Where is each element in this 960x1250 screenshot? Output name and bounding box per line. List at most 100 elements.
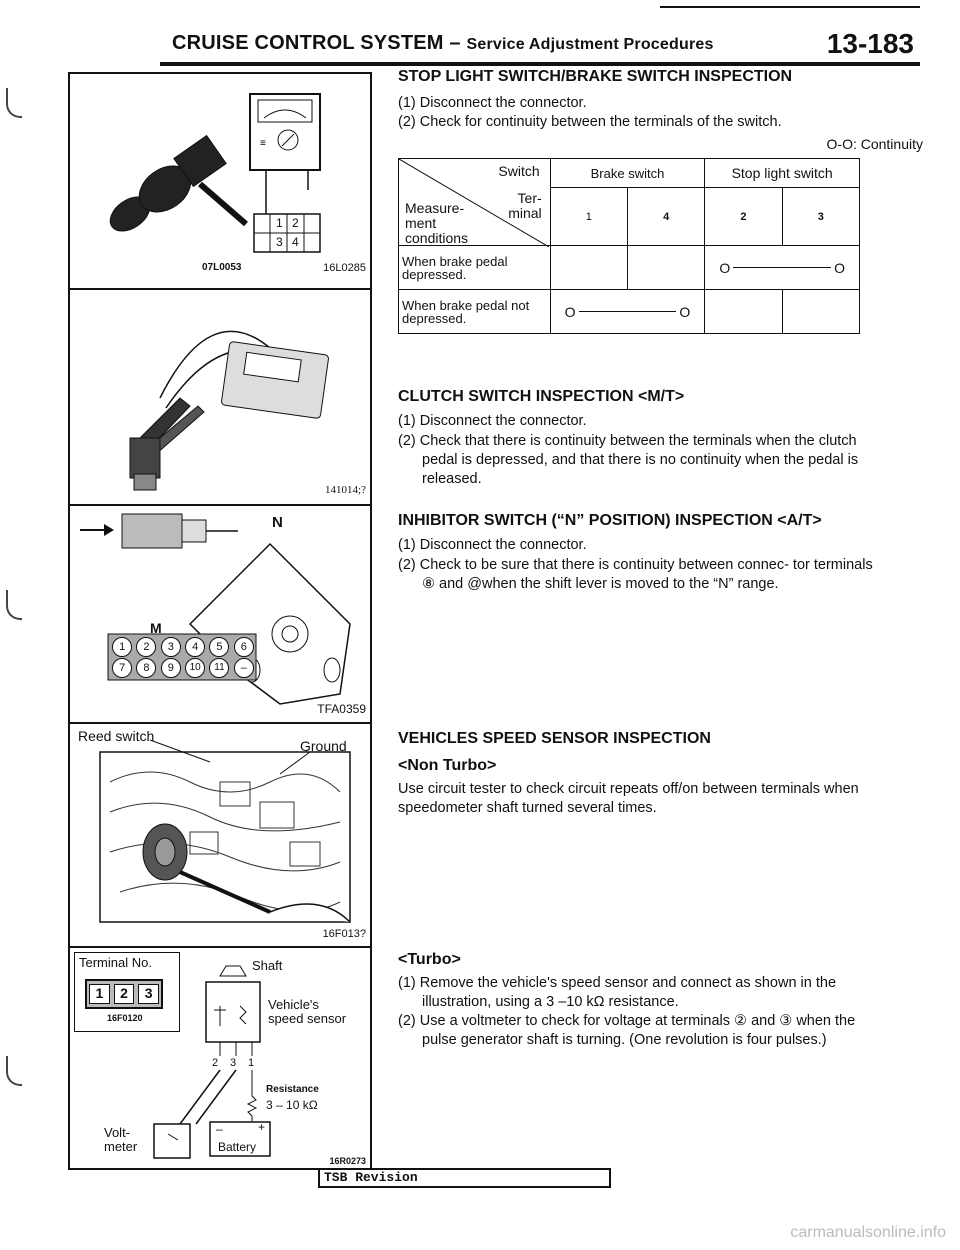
terminal-number: 1 [549, 187, 628, 246]
label-resistance: Resistance [266, 1084, 319, 1095]
label-switch: Switch [498, 163, 540, 179]
pin-label: 8 [136, 658, 157, 678]
label-reed-switch: Reed switch [78, 728, 155, 744]
figure-code: 07L0053 [202, 262, 242, 273]
terminal-inset: Terminal No. 1 2 3 16F0120 [74, 952, 180, 1032]
pin-label: 3 [276, 235, 283, 249]
label-n: N [272, 514, 283, 531]
pin-label: 6 [233, 637, 254, 657]
pin-label: 2 [292, 216, 299, 230]
label-m: M [150, 620, 162, 636]
cell-empty [549, 245, 628, 290]
stoplight-step-2: (2) Check for continuity between the ter… [398, 114, 782, 130]
label-plus: + [258, 1120, 266, 1134]
pin-label: 1 [89, 984, 110, 1004]
col-stop-light-switch: Stop light switch [704, 158, 860, 188]
terminal-number: 4 [626, 187, 706, 246]
figure-code: TFA0359 [317, 702, 366, 716]
clutch-step-1: (1) Disconnect the connector. [398, 413, 587, 429]
binder-mark [6, 88, 22, 118]
figure-code: 16F013? [322, 928, 366, 940]
page-title: CRUISE CONTROL SYSTEM – Service Adjustme… [172, 32, 714, 54]
pin-label: 1 [276, 216, 283, 230]
pin-label: 2 [113, 984, 135, 1004]
figure-switch-tester: ≡ 1 2 3 4 07L0053 16L0285 [70, 74, 370, 290]
label-terminal-no: Terminal No. [79, 955, 152, 970]
pin-label: 4 [185, 637, 206, 657]
row-label-not-depressed: When brake pedal not depressed. [398, 289, 551, 334]
inhibitor-switch-illustration [80, 513, 351, 705]
pin-label: 11 [209, 658, 230, 678]
table-header-diagonal: Switch Ter- minal Measure- ment conditio… [398, 158, 551, 247]
figure-code: 16L0285 [323, 262, 366, 274]
label-terminal: Ter- minal [508, 190, 542, 221]
page-number: 13-183 [826, 28, 914, 59]
label-vehicle-speed-sensor: Vehicle's speed sensor [268, 997, 347, 1026]
figure-vss-turbo: Terminal No. 1 2 3 16F0120 Shaft Ve [70, 946, 370, 1168]
figure-reed-switch: Reed switch Ground 16F013? [70, 722, 370, 948]
pin-label: 7 [112, 658, 133, 678]
terminal-number: 3 [781, 187, 861, 246]
inhibitor-step-2: (2) Check to be sure that there is conti… [398, 557, 873, 592]
switch-tester-illustration: ≡ [109, 93, 321, 253]
section-title-clutch: CLUTCH SWITCH INSPECTION <M/T> [398, 388, 685, 405]
connector-row-1: 1 2 3 4 5 6 [110, 637, 256, 657]
continuity-mark: O O [549, 289, 706, 334]
speedometer-back-illustration [99, 739, 351, 923]
pin-label: 4 [292, 235, 299, 249]
svg-text:≡: ≡ [260, 138, 266, 149]
pin-label: 2 [136, 637, 157, 657]
terminal-connector: 1 2 3 [85, 979, 163, 1009]
label-resistance-value: 3 – 10 kΩ [266, 1098, 318, 1112]
cell-empty [781, 289, 861, 334]
continuity-table: Switch Ter- minal Measure- ment conditio… [398, 158, 861, 334]
figure-column: ≡ 1 2 3 4 07L0053 16L0285 141014;? [68, 72, 372, 1170]
pin-label: 5 [209, 637, 230, 657]
label-measurement-conditions: Measure- ment conditions [405, 200, 469, 246]
subtitle-non-turbo: <Non Turbo> [398, 757, 497, 774]
section-title-vss: VEHICLES SPEED SENSOR INSPECTION [398, 730, 711, 747]
vss-non-turbo-text: Use circuit tester to check circuit repe… [398, 781, 859, 816]
label-voltmeter: Volt- meter [104, 1125, 138, 1154]
top-rule [660, 6, 920, 8]
circled-terminal: 3 [230, 1057, 237, 1069]
row-label-depressed: When brake pedal depressed. [398, 245, 551, 290]
pin-label: 10 [185, 658, 206, 678]
label-minus: – [216, 1122, 223, 1136]
page-header: CRUISE CONTROL SYSTEM – Service Adjustme… [160, 28, 920, 66]
figure-ohmmeter-check: 141014;? [70, 288, 370, 506]
pin-label: 1 [112, 637, 133, 657]
binder-mark [6, 590, 22, 620]
ohmmeter-illustration [129, 330, 329, 491]
circled-terminal: 2 [212, 1057, 219, 1069]
connector-row-2: 7 8 9 10 11 – [110, 658, 256, 678]
vss-circuit-illustration [153, 965, 271, 1159]
pin-label: 3 [160, 637, 181, 657]
cell-empty [704, 289, 783, 334]
figure-code: 141014;? [325, 484, 366, 496]
binder-mark [6, 1056, 22, 1086]
vss-turbo-step-1: (1) Remove the vehicle's speed sensor an… [398, 975, 837, 1010]
section-title-inhibitor: INHIBITOR SWITCH (“N” POSITION) INSPECTI… [398, 512, 822, 529]
vss-turbo-step-2: (2) Use a voltmeter to check for voltage… [398, 1013, 856, 1048]
col-brake-switch: Brake switch [549, 158, 706, 188]
inhibitor-step-1: (1) Disconnect the connector. [398, 537, 587, 553]
continuity-legend: O-O: Continuity [826, 136, 923, 152]
label-ground: Ground [300, 738, 347, 754]
subtitle-turbo: <Turbo> [398, 951, 461, 968]
continuity-mark: O O [704, 245, 860, 290]
section-title-stoplight: STOP LIGHT SWITCH/BRAKE SWITCH INSPECTIO… [398, 68, 793, 85]
figure-inhibitor-switch: N M 1 2 3 4 5 6 7 8 9 10 11 – TFA0359 [70, 504, 370, 724]
tsb-revision-box: TSB Revision [318, 1168, 611, 1188]
stoplight-step-1: (1) Disconnect the connector. [398, 95, 587, 111]
circled-terminal: 1 [248, 1057, 255, 1069]
figure-code: 16F0120 [107, 1013, 143, 1023]
clutch-step-2: (2) Check that there is continuity betwe… [398, 433, 859, 487]
label-shaft: Shaft [252, 958, 283, 973]
pin-label: – [233, 658, 254, 678]
terminal-number: 2 [704, 187, 783, 246]
pin-label: 3 [138, 984, 160, 1004]
cell-empty [626, 245, 706, 290]
figure-code: 16R0273 [329, 1156, 366, 1166]
label-battery: Battery [218, 1140, 257, 1154]
